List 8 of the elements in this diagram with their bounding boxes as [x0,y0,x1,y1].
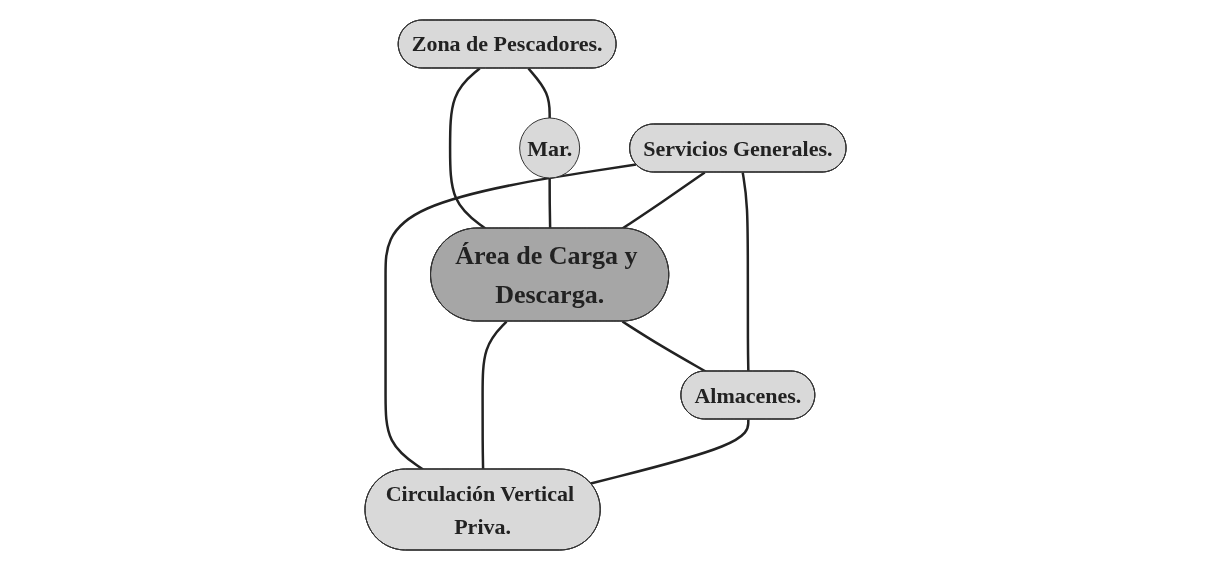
connector [527,67,551,118]
connector [621,319,707,373]
connector [621,170,706,230]
connector [548,177,552,229]
connector [481,320,508,470]
connector [741,171,750,372]
node-circle: Mar. [519,117,581,178]
connector [590,418,750,485]
